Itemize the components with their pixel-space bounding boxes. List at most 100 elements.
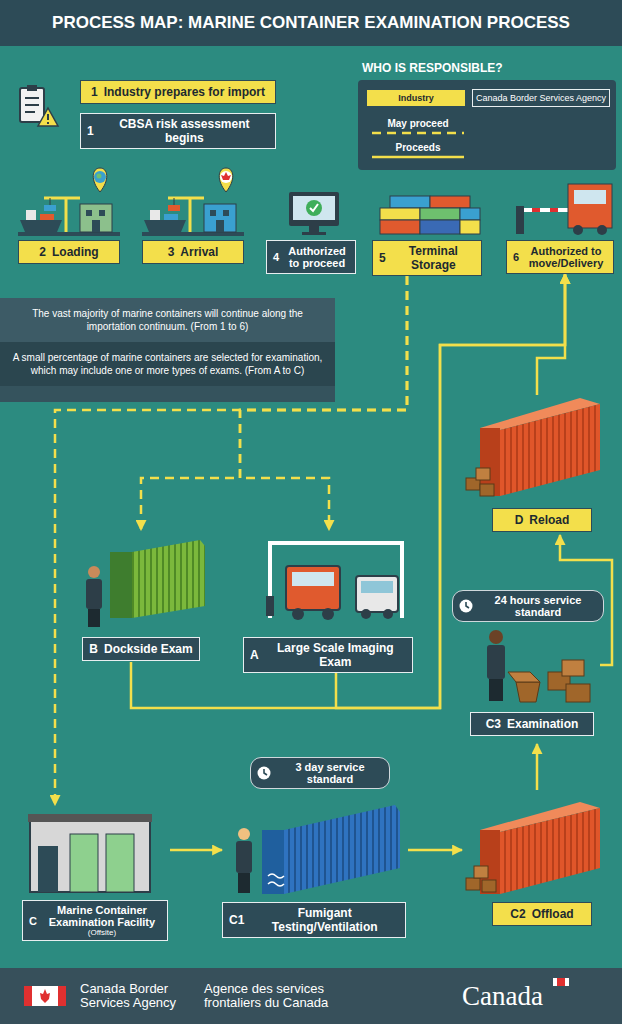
process-box: 4 Authorized to proceed (266, 240, 356, 274)
fumigant-illustration (268, 874, 284, 878)
dockside-illustration (88, 566, 100, 578)
panel-text: A small percentage of marine containers … (0, 342, 335, 386)
port-loading-icon (40, 214, 54, 220)
port-loading-icon (44, 205, 56, 211)
step-text-group: Terminal Storage (392, 244, 475, 272)
step-label: Terminal Storage (392, 244, 475, 272)
step-number: 5 (379, 251, 386, 265)
examination-illustration (562, 660, 584, 676)
examination-illustration (508, 672, 540, 682)
footer-bar (56, 986, 66, 1006)
footer-bar (58, 986, 66, 1006)
container-stack-icon (460, 208, 480, 220)
fumigant-illustration (236, 841, 252, 873)
port-loading-icon (97, 174, 102, 179)
offload-illustration (500, 808, 600, 894)
agency-name: Agence des services frontaliers du Canad… (204, 982, 334, 1011)
process-box: 2 Loading (18, 240, 120, 264)
process-box: DReload (462, 395, 612, 535)
monitor-icon (293, 196, 335, 220)
label-plate: BDockside Exam (82, 637, 200, 661)
step-text-group: Fumigant Testing/Ventilation (250, 906, 399, 934)
clipboard-icon (47, 114, 49, 120)
port-arrival-icon (168, 197, 204, 200)
port-loading-icon (86, 210, 92, 216)
gate-truck-icon (568, 184, 612, 228)
step-number: A (250, 648, 259, 662)
port-arrival-icon (216, 220, 224, 232)
imaging-illustration (356, 576, 398, 612)
step-number: 4 (273, 251, 279, 263)
imaging-illustration (322, 608, 334, 620)
imaging-illustration (286, 566, 340, 610)
step-label: Authorized to proceed (285, 245, 349, 269)
port-loading-icon (26, 210, 36, 220)
step-text-group: Authorized to move/Delivery (525, 245, 607, 269)
examination-illustration (566, 684, 590, 702)
step-number: D (515, 513, 524, 527)
offload-illustration (474, 866, 488, 878)
clipboard-icon (47, 122, 49, 124)
footer-bar (24, 986, 34, 1006)
monitor-icon (302, 232, 326, 235)
facility-illustration (70, 834, 98, 892)
service-standard-pill: 3 day service standard (250, 757, 390, 789)
examination-illustration (487, 630, 590, 702)
legend-item: May proceed (372, 118, 464, 137)
imaging-illustration (361, 581, 393, 593)
clipboard-icon (20, 88, 44, 122)
reload-illustration (480, 484, 494, 496)
step-number: 6 (513, 251, 519, 263)
examination-illustration (489, 679, 503, 701)
step-label: CBSA risk assessment begins (100, 117, 269, 145)
legend-line-sample (372, 129, 464, 137)
step-number: 2 (39, 245, 46, 259)
examination-illustration (487, 645, 505, 679)
legend-item: Proceeds (372, 142, 464, 161)
gate-truck-icon (550, 208, 558, 212)
reload-illustration (476, 468, 490, 480)
legend-line-sample (372, 153, 464, 161)
flow-connector (408, 849, 462, 852)
port-loading-icon (65, 198, 68, 232)
step-label: Industry prepares for import (104, 85, 265, 99)
process-box: 3 Arrival (142, 240, 244, 264)
process-box: C1Fumigant Testing/Ventilation (222, 790, 408, 938)
process-box: CMarine Container Examination Facility(O… (20, 805, 170, 947)
clock-icon (258, 767, 271, 780)
step-label: Loading (52, 245, 99, 259)
process-box: C2Offload (462, 790, 612, 930)
step-text-group: Dockside Exam (104, 642, 193, 656)
step-text-group: CBSA risk assessment begins (100, 117, 269, 145)
port-loading-icon (50, 198, 51, 205)
process-box: C3Examination (470, 628, 600, 744)
label-plate: C1Fumigant Testing/Ventilation (222, 902, 406, 938)
step-text-group: Arrival (180, 245, 218, 259)
step-number: 3 (168, 245, 175, 259)
footer-bar (557, 978, 565, 986)
facility-illustration (38, 846, 58, 892)
step-text-group: Authorized to proceed (285, 245, 349, 269)
step-label: Dockside Exam (104, 642, 193, 656)
step-note: (Offsite) (43, 928, 161, 937)
fumigant-illustration (262, 830, 284, 894)
gate-truck-icon (516, 206, 524, 234)
imaging-illustration (266, 543, 404, 620)
port-arrival-icon (189, 198, 192, 232)
gate-truck-icon (524, 208, 568, 212)
step-text-group: Large Scale Imaging Exam (265, 641, 406, 669)
container-stack-icon (380, 196, 480, 234)
fumigant-illustration (284, 805, 400, 894)
step-text-group: Examination (507, 717, 578, 731)
flow-connector (536, 744, 539, 790)
service-standard: 3 day service standard (277, 761, 383, 785)
monitor-icon (310, 204, 318, 211)
clipboard-icon (38, 108, 58, 126)
facility-illustration (28, 814, 152, 822)
port-arrival-icon (223, 210, 229, 216)
dockside-illustration (86, 579, 102, 609)
dockside-illustration (110, 552, 132, 618)
monitor-icon (309, 226, 319, 232)
step-number: 1 (87, 124, 94, 138)
